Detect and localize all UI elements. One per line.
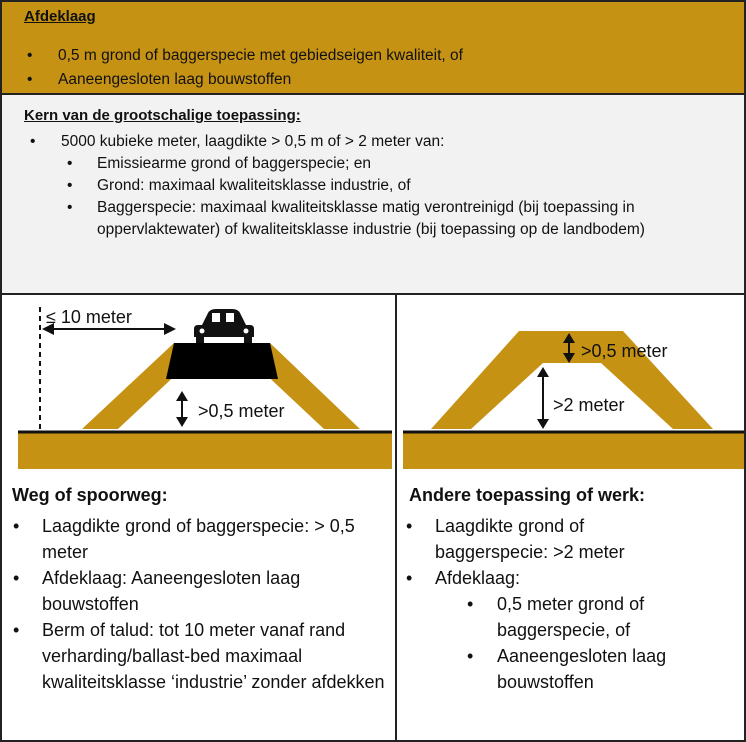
- list-item: 0,5 meter grond of baggerspecie, of: [403, 591, 723, 643]
- arrow-head-down-icon: [176, 417, 188, 427]
- road-surface: [166, 343, 278, 379]
- list-item: Berm of talud: tot 10 meter vanaf rand v…: [10, 617, 385, 695]
- arrow-head-down-icon: [563, 353, 575, 363]
- list-item: Emissiearme grond of baggerspecie; en: [27, 153, 727, 175]
- list-item: Grond: maximaal kwaliteitsklasse industr…: [27, 175, 727, 197]
- embankment-shape: [431, 331, 713, 429]
- andere-list: Laagdikte grond of baggerspecie: >2 mete…: [403, 513, 693, 591]
- thickness-label: >0,5 meter: [198, 401, 285, 421]
- arrow-head-up-icon: [537, 367, 549, 377]
- arrow-head-left-icon: [42, 323, 54, 335]
- afdeklaag-list: 0,5 m grond of baggerspecie met gebiedse…: [24, 44, 724, 92]
- top-thickness-label: >0,5 meter: [581, 341, 668, 361]
- kern-title: Kern van de grootschalige toepassing:: [24, 107, 301, 124]
- andere-title: Andere toepassing of werk:: [409, 485, 646, 505]
- list-item: Aaneengesloten laag bouwstoffen: [403, 643, 723, 695]
- andere-sublist: 0,5 meter grond of baggerspecie, of Aane…: [403, 591, 723, 695]
- weg-diagram: ≤ 10 meter >0,5 meter: [18, 307, 392, 469]
- list-item: Aaneengesloten laag bouwstoffen: [24, 68, 724, 92]
- arrow-head-down-icon: [537, 419, 549, 429]
- kern-section: Kern van de grootschalige toepassing: 50…: [0, 95, 746, 295]
- ground-band: [403, 431, 744, 469]
- distance-label: ≤ 10 meter: [46, 307, 132, 327]
- afdeklaag-title: Afdeklaag: [24, 8, 96, 25]
- list-item: Afdeklaag:: [403, 565, 693, 591]
- list-item: Afdeklaag: Aaneengesloten laag bouwstoff…: [10, 565, 385, 617]
- list-item: Laagdikte grond of baggerspecie: >2 mete…: [403, 513, 693, 565]
- arrow-head-right-icon: [164, 323, 176, 335]
- list-item: 5000 kubieke meter, laagdikte > 0,5 m of…: [27, 131, 727, 153]
- arrow-head-up-icon: [563, 333, 575, 343]
- weg-list: Laagdikte grond of baggerspecie: > 0,5 m…: [10, 513, 385, 695]
- ground-band: [18, 431, 392, 469]
- weg-title: Weg of spoorweg:: [12, 485, 168, 505]
- list-item: Baggerspecie: maximaal kwaliteitsklasse …: [27, 197, 727, 241]
- afdeklaag-section: Afdeklaag 0,5 m grond of baggerspecie me…: [0, 0, 746, 95]
- list-item: 0,5 m grond of baggerspecie met gebiedse…: [24, 44, 724, 68]
- height-label: >2 meter: [553, 395, 625, 415]
- car-icon: [194, 309, 254, 343]
- kern-sublist: Emissiearme grond of baggerspecie; en Gr…: [27, 153, 727, 241]
- weg-panel: ≤ 10 meter >0,5 meter Weg of spoorweg: L…: [0, 293, 397, 742]
- andere-panel: >0,5 meter >2 meter Andere toepassing of…: [395, 293, 746, 742]
- kern-list: 5000 kubieke meter, laagdikte > 0,5 m of…: [27, 131, 727, 153]
- list-item: Laagdikte grond of baggerspecie: > 0,5 m…: [10, 513, 385, 565]
- embankment-shape: [82, 343, 360, 429]
- arrow-head-up-icon: [176, 391, 188, 401]
- andere-diagram: >0,5 meter >2 meter: [403, 331, 744, 469]
